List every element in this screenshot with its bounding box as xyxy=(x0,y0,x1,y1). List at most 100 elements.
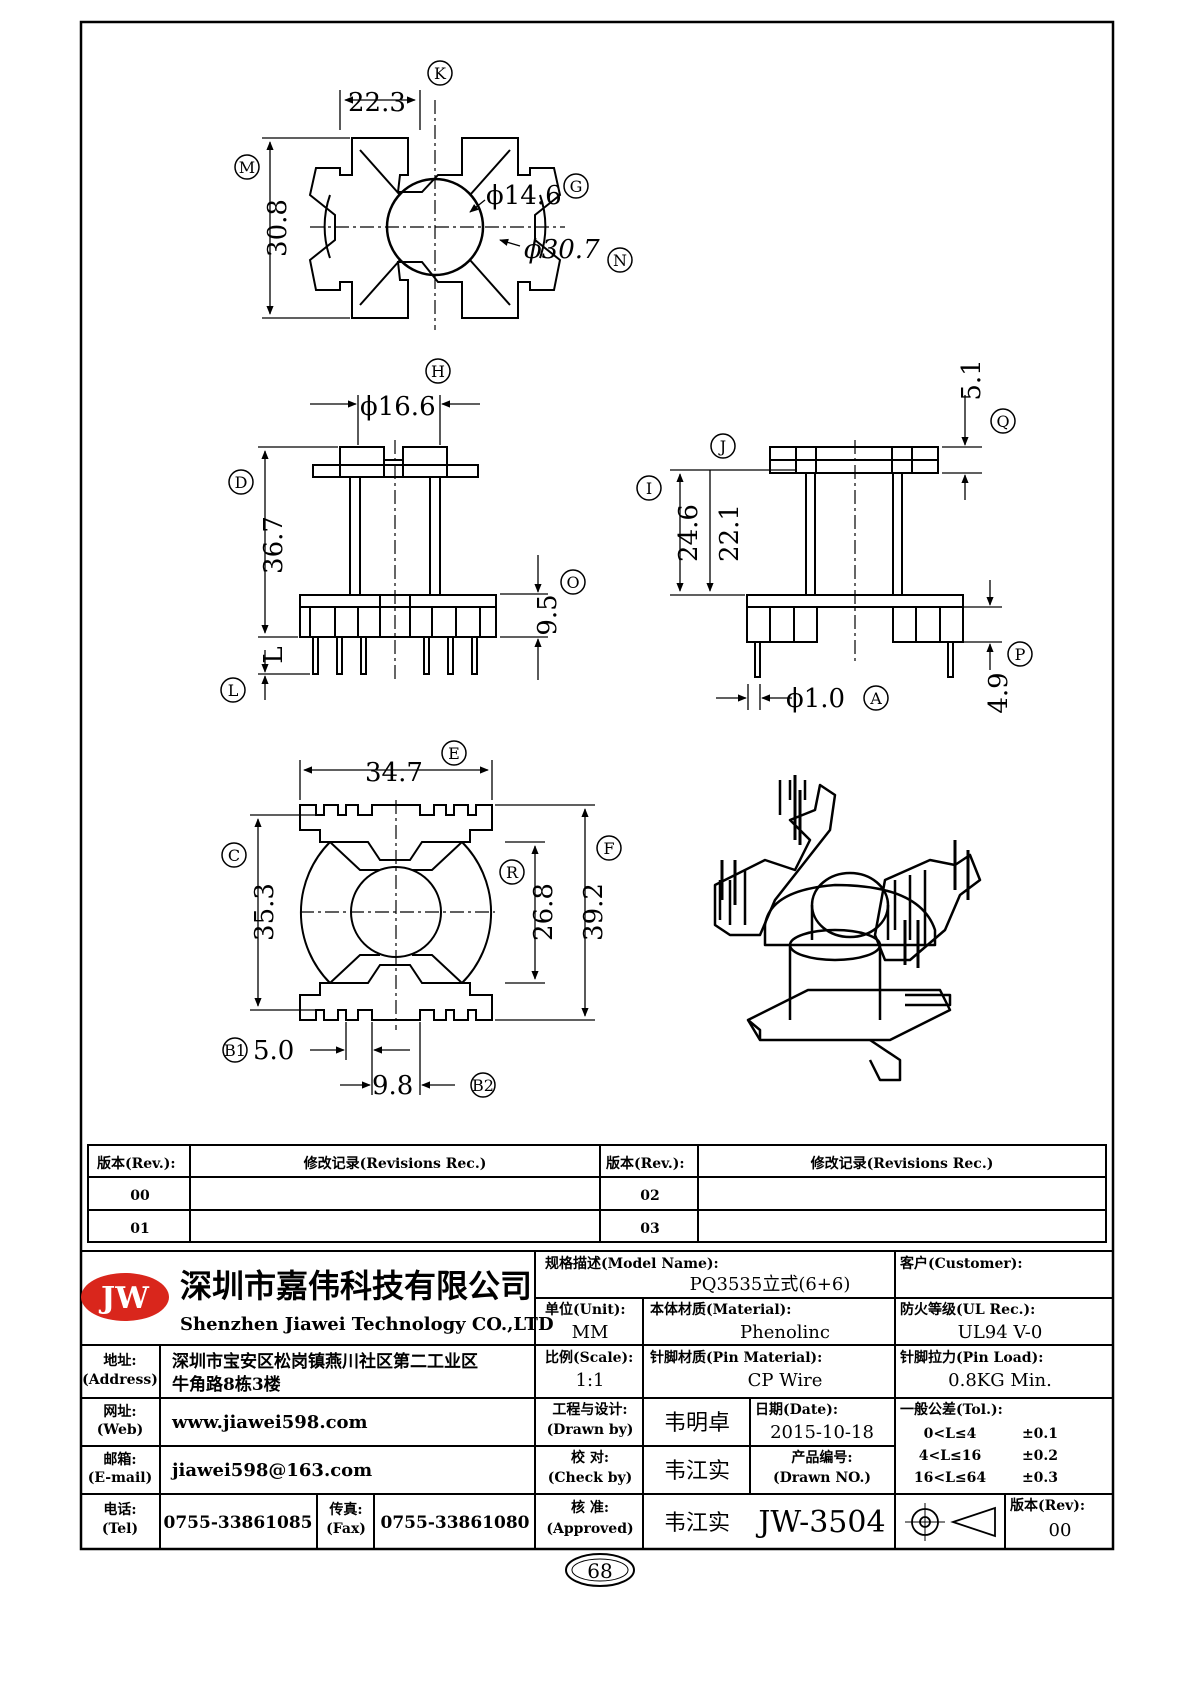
callout-h: H xyxy=(431,362,445,381)
drawn-by: 韦明卓 xyxy=(664,1411,730,1436)
dim-row-gap: 9.8 xyxy=(372,1071,413,1101)
company-name-cn: 深圳市嘉伟科技有限公司 xyxy=(180,1267,532,1305)
callout-f: F xyxy=(603,839,614,858)
rev-row-right: 03 xyxy=(640,1221,659,1237)
pin-load-value: 0.8KG Min. xyxy=(948,1370,1052,1391)
tol-value: ±0.3 xyxy=(1022,1470,1058,1486)
front-view-dims xyxy=(258,395,548,700)
drawn-label-en: (Drawn by) xyxy=(547,1422,634,1438)
checked-by: 韦江实 xyxy=(664,1459,730,1484)
address-line-1: 深圳市宝安区松岗镇燕川社区第二工业区 xyxy=(172,1351,478,1372)
date-label: 日期(Date): xyxy=(755,1402,838,1418)
dim-top-h: 5.1 xyxy=(957,359,987,400)
drawing-number: JW-3504 xyxy=(755,1505,885,1540)
callout-b1: B1 xyxy=(224,1041,246,1060)
rec-header-right: 修改记录(Revisions Rec.) xyxy=(810,1155,994,1172)
callout-o: O xyxy=(566,573,579,592)
callout-g: G xyxy=(570,177,583,196)
model-name: PQ3535立式(6+6) xyxy=(690,1274,851,1295)
tel-label-en: (Tel) xyxy=(102,1521,138,1537)
unit-value: MM xyxy=(572,1322,609,1343)
address-label: 地址: xyxy=(103,1352,136,1369)
callout-a: A xyxy=(869,689,882,708)
email-label-en: (E-mail) xyxy=(88,1470,153,1486)
dim-winding-h: 22.1 xyxy=(715,504,745,562)
page-number-badge xyxy=(565,1553,635,1587)
dim-inner-dia: ϕ14.6 xyxy=(486,181,562,211)
isometric-view xyxy=(713,775,982,1082)
logo-text: JW xyxy=(98,1281,150,1316)
top-view-dims xyxy=(262,90,521,319)
tol-range: 4<L≤16 xyxy=(919,1448,982,1464)
tol-label: 一般公差(Tol.): xyxy=(900,1401,1003,1418)
fax-label: 传真: xyxy=(328,1501,362,1518)
customer-label: 客户(Customer): xyxy=(899,1255,1023,1272)
side-view xyxy=(746,440,964,678)
ul-label: 防火等级(UL Rec.): xyxy=(900,1301,1035,1318)
dim-pin-dia: ϕ1.0 xyxy=(786,684,845,714)
tol-value: ±0.1 xyxy=(1022,1426,1058,1442)
callout-n: N xyxy=(613,251,627,270)
rev-value: 00 xyxy=(1049,1520,1072,1541)
callout-m: M xyxy=(239,158,255,177)
tel-label: 电话: xyxy=(103,1501,136,1518)
rev-row-left: 00 xyxy=(130,1188,150,1204)
pin-material-value: CP Wire xyxy=(748,1370,823,1391)
callout-r: R xyxy=(506,863,519,882)
bottom-view-dims xyxy=(250,760,595,1095)
email-label: 邮箱: xyxy=(103,1451,136,1468)
web-url[interactable]: www.jiawei598.com xyxy=(171,1412,368,1433)
rev-header-left: 版本(Rev.): xyxy=(97,1155,176,1172)
dim-flange-dia: ϕ16.6 xyxy=(360,392,436,422)
check-label-en: (Check by) xyxy=(548,1470,633,1486)
tol-value: ±0.2 xyxy=(1022,1448,1058,1464)
rev-header-right: 版本(Rev.): xyxy=(606,1155,685,1172)
rev-row-left: 01 xyxy=(130,1221,149,1237)
callout-q: Q xyxy=(996,412,1009,431)
callout-p: P xyxy=(1015,645,1026,664)
dim-height-top: 30.8 xyxy=(263,199,293,257)
rec-header-left: 修改记录(Revisions Rec.) xyxy=(303,1155,487,1172)
approved-by: 韦江实 xyxy=(664,1511,730,1536)
dim-outer-h: 39.2 xyxy=(579,883,609,941)
dim-height-front: 36.7 xyxy=(259,516,289,574)
tel-number: 0755-33861085 xyxy=(164,1513,313,1533)
tol-range: 16<L≤64 xyxy=(914,1470,987,1486)
page-number: 68 xyxy=(587,1559,612,1583)
company-logo xyxy=(81,1273,169,1321)
dim-pin-len: L xyxy=(259,646,289,663)
check-label: 校 对: xyxy=(571,1449,609,1466)
dim-pin-height: 9.5 xyxy=(533,594,563,635)
callout-c: C xyxy=(228,846,240,865)
scale-value: 1:1 xyxy=(576,1370,605,1391)
material-label: 本体材质(Material): xyxy=(650,1301,791,1318)
company-name-en: Shenzhen Jiawei Technology CO.,LTD xyxy=(180,1314,554,1335)
top-view xyxy=(308,100,565,330)
drawing-no-label: 产品编号: xyxy=(791,1449,852,1466)
ul-value: UL94 V-0 xyxy=(958,1322,1043,1343)
dim-total-h: 24.6 xyxy=(674,504,704,562)
fax-number: 0755-33861080 xyxy=(381,1513,530,1533)
web-label: 网址: xyxy=(103,1403,136,1420)
rev-row-right: 02 xyxy=(640,1188,659,1204)
tol-range: 0<L≤4 xyxy=(924,1426,977,1442)
approved-label: 核 准: xyxy=(571,1499,609,1516)
bottom-view xyxy=(299,800,495,1030)
pin-material-label: 针脚材质(Pin Material): xyxy=(649,1349,822,1366)
dim-inner-w: 26.8 xyxy=(529,883,559,941)
web-label-en: (Web) xyxy=(97,1422,144,1438)
model-label: 规格描述(Model Name): xyxy=(545,1255,719,1272)
pin-load-label: 针脚拉力(Pin Load): xyxy=(899,1349,1043,1366)
title-block xyxy=(80,1250,1114,1550)
drawn-label: 工程与设计: xyxy=(552,1401,627,1418)
dim-width-bottom: 34.7 xyxy=(365,758,423,788)
email-address[interactable]: jiawei598@163.com xyxy=(170,1460,372,1481)
approved-label-en: (Approved) xyxy=(546,1521,633,1537)
scale-label: 比例(Scale): xyxy=(545,1349,633,1366)
dim-pitch: 5.0 xyxy=(253,1036,294,1066)
callout-j: J xyxy=(718,437,726,456)
front-view xyxy=(299,440,497,680)
revision-table xyxy=(87,1144,1107,1243)
dim-base-h: 4.9 xyxy=(984,672,1014,713)
